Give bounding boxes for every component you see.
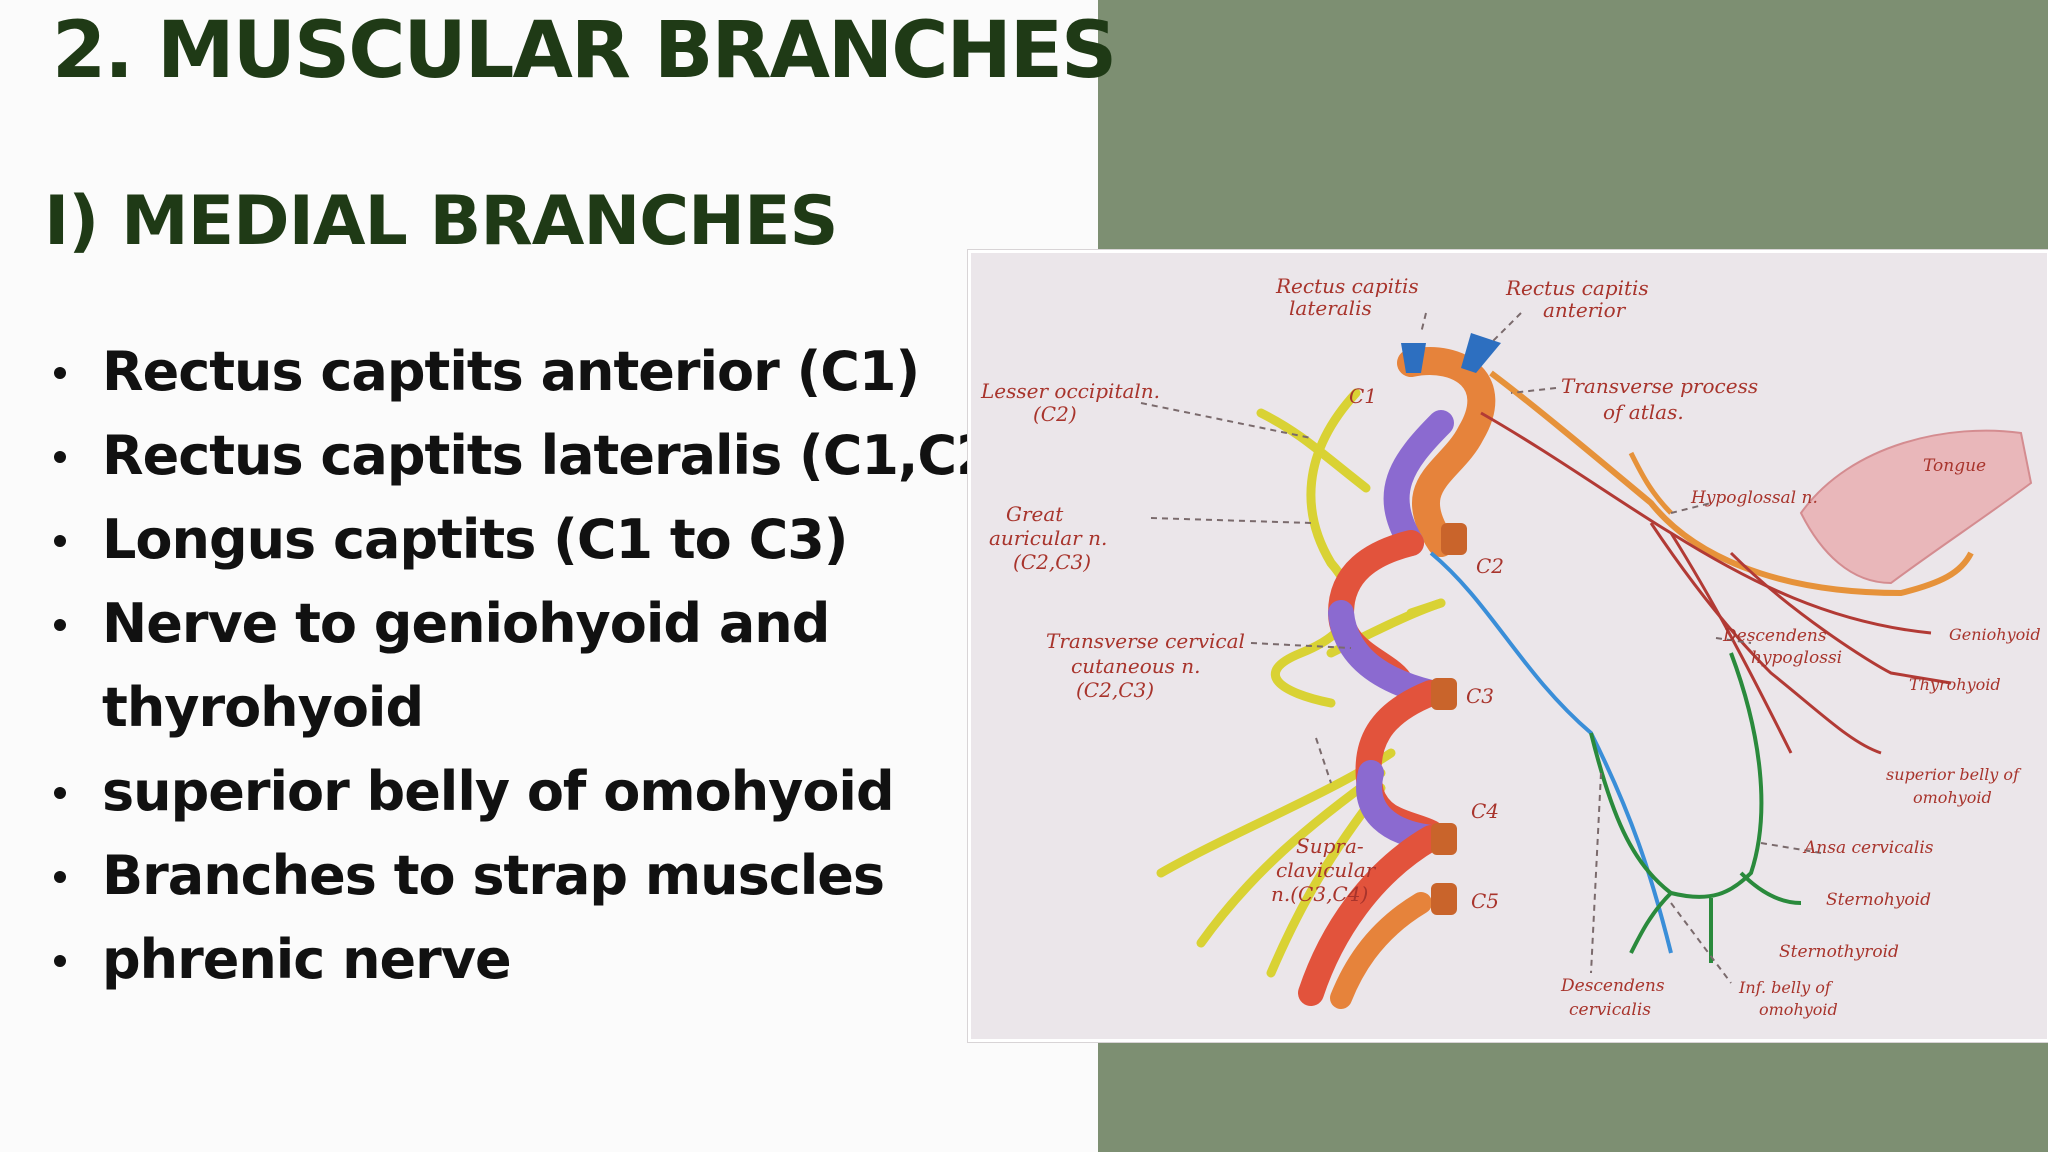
label-c3: C3 [1466, 684, 1494, 708]
slide-title: 2. MUSCULAR BRANCHES [52, 6, 1117, 96]
hypoglossal-branch [1628, 451, 1673, 515]
label-c4: C4 [1471, 799, 1499, 823]
label-descendens-hypoglossi: Descendens [1722, 626, 1827, 646]
cervical-plexus-diagram: Rectus capitis lateralis Rectus capitis … [968, 250, 2048, 1042]
ansa-cervicalis-lines [1589, 652, 1802, 963]
hypoglossal-nerve-line [1489, 370, 1974, 597]
svg-text:hypoglossi: hypoglossi [1751, 648, 1842, 668]
bullet-item: Rectus captits lateralis (C1,C2) [50, 414, 1060, 498]
bullet-dot-icon [54, 955, 66, 967]
svg-text:auricular n.: auricular n. [989, 526, 1107, 550]
svg-text:clavicular: clavicular [1276, 858, 1377, 882]
svg-text:omohyoid: omohyoid [1913, 788, 1992, 807]
bullet-item: Rectus captits anterior (C1) [50, 330, 1060, 414]
svg-text:lateralis: lateralis [1289, 296, 1372, 320]
bullet-item: Longus captits (C1 to C3) [50, 498, 1060, 582]
svg-text:of atlas.: of atlas. [1603, 400, 1684, 424]
label-transverse-process: Transverse process [1561, 374, 1758, 398]
slide-subtitle: I) MEDIAL BRANCHES [44, 182, 839, 261]
label-c2: C2 [1476, 554, 1504, 578]
rectus-muscles-icon [1401, 333, 1501, 373]
diagram-svg: Rectus capitis lateralis Rectus capitis … [980, 274, 2041, 1020]
svg-text:(C2,C3): (C2,C3) [1076, 678, 1154, 702]
spinal-root-stubs [1431, 523, 1467, 915]
label-supraclavicular: Supra- [1296, 834, 1364, 858]
label-superior-belly: superior belly of [1886, 765, 2022, 784]
label-lesser-occipital: Lesser occipitaln. [980, 379, 1160, 403]
label-rectus-lateralis: Rectus capitis [1275, 274, 1419, 298]
label-hypoglossal: Hypoglossal n. [1690, 488, 1818, 508]
phrenic-nerve-line [1429, 551, 1673, 954]
label-c5: C5 [1471, 889, 1499, 913]
svg-text:n.(C3,C4): n.(C3,C4) [1271, 882, 1368, 906]
muscle-branch-lines [1480, 411, 1952, 755]
label-transverse-cervical: Transverse cervical [1046, 629, 1245, 653]
cervical-plexus-loops [1298, 347, 1496, 1009]
label-c1: C1 [1349, 384, 1377, 408]
leader-lines [1140, 312, 1822, 984]
bullet-list: Rectus captits anterior (C1) Rectus capt… [50, 330, 1060, 1002]
svg-text:(C2,C3): (C2,C3) [1013, 550, 1091, 574]
label-ansa-cervicalis: Ansa cervicalis [1802, 838, 1934, 858]
tongue-shape [1799, 429, 2033, 585]
svg-text:anterior: anterior [1543, 298, 1627, 322]
svg-text:(C2): (C2) [1033, 402, 1077, 426]
bullet-dot-icon [54, 871, 66, 883]
svg-text:cutaneous n.: cutaneous n. [1071, 654, 1201, 678]
label-inf-belly: Inf. belly of [1738, 978, 1834, 997]
svg-text:omohyoid: omohyoid [1759, 1000, 1838, 1019]
svg-text:cervicalis: cervicalis [1569, 1000, 1651, 1020]
label-geniohyoid: Geniohyoid [1949, 625, 2041, 644]
bullet-item: Branches to strap muscles [50, 834, 1060, 918]
bullet-item: phrenic nerve [50, 918, 1060, 1002]
label-thyrohyoid: Thyrohyoid [1909, 675, 2001, 694]
label-great-auricular: Great [1006, 502, 1064, 526]
label-sternohyoid: Sternohyoid [1826, 890, 1931, 910]
bullet-dot-icon [54, 451, 66, 463]
label-sternothyroid: Sternothyroid [1779, 942, 1899, 962]
bullet-dot-icon [54, 619, 66, 631]
label-descendens-cervicalis: Descendens [1560, 976, 1665, 996]
label-tongue: Tongue [1923, 456, 1986, 476]
bullet-dot-icon [54, 367, 66, 379]
label-rectus-anterior: Rectus capitis [1505, 276, 1649, 300]
bullet-dot-icon [54, 535, 66, 547]
bullet-item: Nerve to geniohyoid and thyrohyoid [50, 582, 1060, 750]
bullet-item: superior belly of omohyoid [50, 750, 1060, 834]
diagram-labels: Rectus capitis lateralis Rectus capitis … [980, 274, 2041, 1020]
bullet-dot-icon [54, 787, 66, 799]
